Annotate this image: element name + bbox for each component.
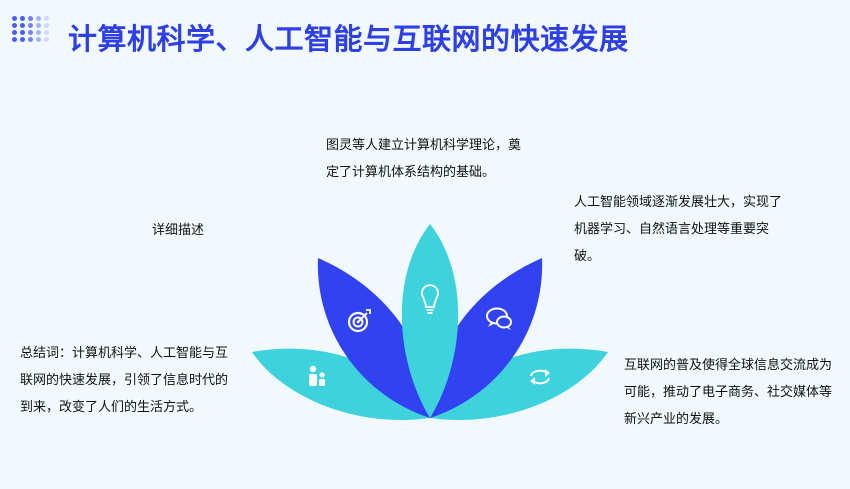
people-icon: [309, 365, 325, 386]
summary-text: 总结词：计算机科学、人工智能与互联网的快速发展，引领了信息时代的到来，改变了人们…: [20, 346, 229, 415]
petal-right-outer: [430, 348, 608, 421]
text-top: 图灵等人建立计算机科学理论，奠定了计算机体系结构的基础。: [326, 138, 522, 180]
lightbulb-icon: [421, 284, 439, 314]
petal-left-blue: [317, 258, 430, 418]
chat-bubbles-icon: [486, 307, 512, 330]
refresh-icon: [530, 369, 550, 385]
target-icon: [347, 309, 371, 333]
page-title: 计算机科学、人工智能与互联网的快速发展: [68, 22, 629, 56]
petal-right-blue: [430, 258, 543, 418]
petal-center: [401, 224, 459, 418]
decorative-dots: [12, 16, 50, 42]
petal-left-outer: [252, 348, 430, 421]
detail-label: 详细描述: [152, 223, 205, 238]
text-ai: 人工智能领域逐渐发展壮大，实现了机器学习、自然语言处理等重要突破。: [574, 195, 783, 264]
text-internet: 互联网的普及使得全球信息交流成为可能，推动了电子商务、社交媒体等新兴产业的发展。: [624, 358, 833, 427]
